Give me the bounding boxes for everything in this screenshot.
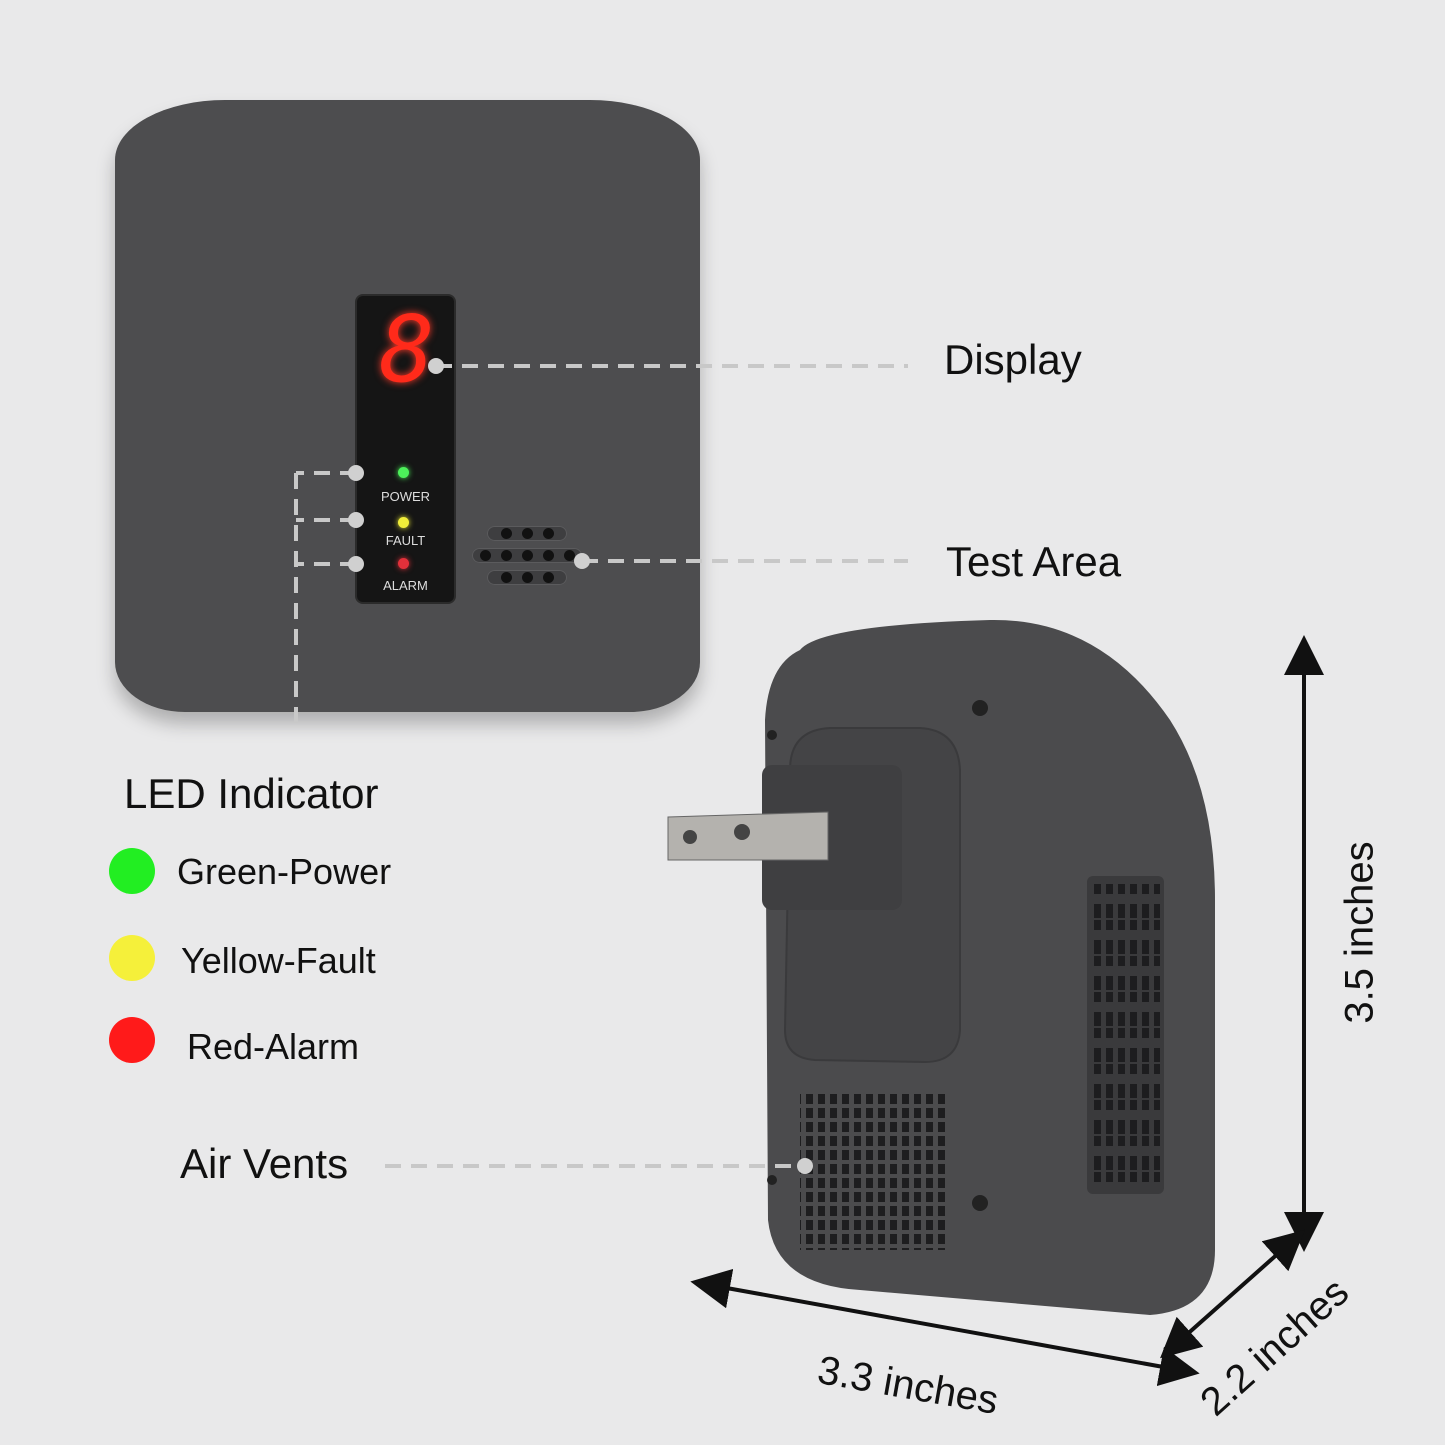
test-area-callout-label: Test Area — [946, 538, 1122, 585]
dimension-arrows — [690, 635, 1324, 1387]
height-dimension-label: 3.5 inches — [1337, 841, 1382, 1024]
alarm-led-label: ALARM — [383, 578, 428, 593]
test-area-vents — [472, 526, 582, 585]
fault-led-label: FAULT — [385, 533, 426, 548]
display-callout-label: Display — [944, 336, 1082, 383]
legend-green-power: Green-Power — [177, 851, 392, 892]
led-indicator-heading: LED Indicator — [124, 770, 379, 817]
legend-red-alarm: Red-Alarm — [187, 1026, 360, 1067]
fault-led — [398, 517, 409, 528]
callout-dots — [348, 358, 813, 1174]
display-panel — [357, 296, 454, 602]
red-dot-icon — [109, 1017, 155, 1063]
detector-back-view — [667, 619, 1215, 1315]
air-vents-callout-label: Air Vents — [180, 1140, 349, 1187]
power-led — [398, 467, 409, 478]
green-dot-icon — [109, 848, 155, 894]
alarm-led — [398, 558, 409, 569]
yellow-dot-icon — [109, 935, 155, 981]
callout-lines — [294, 364, 908, 1168]
power-led-label: POWER — [380, 489, 431, 504]
plug-base — [762, 765, 902, 910]
legend-yellow-fault: Yellow-Fault — [181, 940, 376, 981]
seven-segment-display: 8 — [379, 296, 435, 403]
